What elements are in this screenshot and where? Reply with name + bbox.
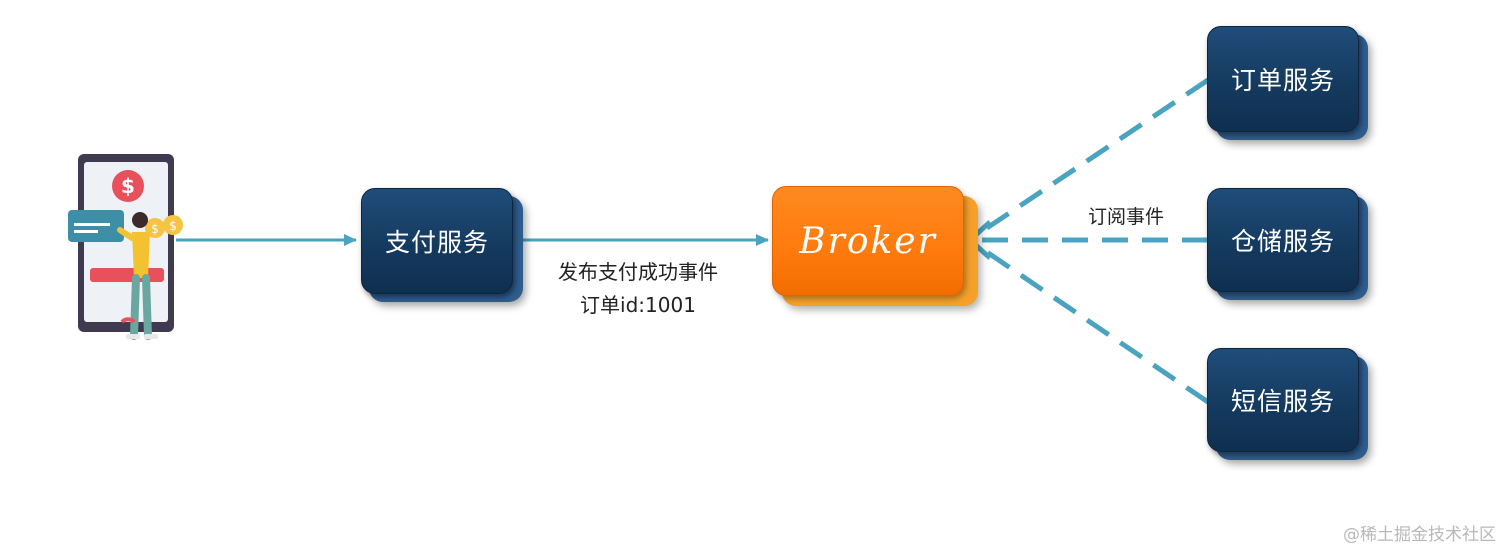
watermark: @稀土掘金技术社区 bbox=[1343, 525, 1496, 545]
pay-service-label: 支付服务 bbox=[384, 228, 489, 257]
svg-text:$: $ bbox=[169, 219, 177, 233]
publish-event-label: 发布支付成功事件 订单id:1001 bbox=[548, 256, 728, 318]
order-to-broker-dashed bbox=[970, 77, 1210, 241]
broker-node[interactable]: Broker bbox=[772, 186, 964, 296]
order-service-node[interactable]: 订单服务 bbox=[1207, 26, 1359, 132]
storage-service-label: 仓储服务 bbox=[1230, 227, 1335, 256]
broker-label: Broker bbox=[799, 220, 937, 262]
sms-service-label: 短信服务 bbox=[1230, 387, 1335, 416]
sms-service-node[interactable]: 短信服务 bbox=[1207, 348, 1359, 452]
publish-event-line1: 发布支付成功事件 bbox=[558, 260, 718, 284]
svg-text:$: $ bbox=[121, 174, 135, 198]
svg-text:$: $ bbox=[151, 222, 159, 236]
sms-to-broker-dashed bbox=[970, 239, 1210, 405]
mobile-payment-illustration: $ $ $ bbox=[68, 154, 183, 340]
pay-service-node[interactable]: 支付服务 bbox=[361, 188, 513, 294]
publish-event-line2: 订单id:1001 bbox=[580, 293, 696, 317]
order-service-label: 订单服务 bbox=[1230, 66, 1335, 95]
subscribe-event-label: 订阅事件 bbox=[1088, 206, 1165, 228]
storage-service-node[interactable]: 仓储服务 bbox=[1207, 188, 1359, 292]
